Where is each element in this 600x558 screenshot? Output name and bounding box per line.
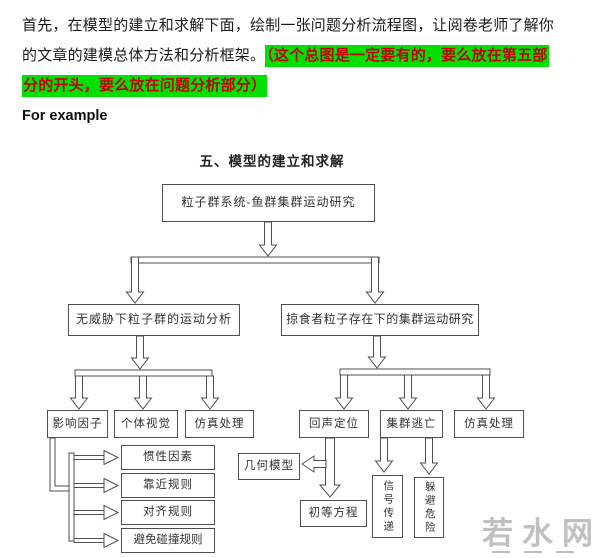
arrowhead-rule4-icon: [103, 532, 120, 549]
intro-line-2: 的文章的建模总体方法和分析框架。（这个总图是一定要有的，要么放在第五部: [22, 44, 549, 67]
node-geometric-model: 几何模型: [238, 453, 300, 480]
arrow-leftbranch-down-icon: [130, 335, 150, 370]
watermark-dash-3: [556, 551, 574, 553]
connector-rule1: [73, 455, 105, 460]
arrowhead-rule3-icon: [103, 504, 120, 521]
node-left-branch: 无威胁下粒子群的运动分析: [68, 304, 240, 336]
node-individual-vision: 个体视觉: [114, 410, 178, 438]
node-signal-transmission: 信号传递: [372, 475, 403, 538]
arrow-danger-icon: [419, 437, 439, 475]
node-echolocation: 回声定位: [299, 410, 369, 438]
arrow-geometric-icon: [301, 455, 327, 473]
arrow-equation-icon: [318, 437, 342, 498]
watermark-text: 若水网: [482, 516, 600, 551]
node-collision-avoidance-rule: 避免碰撞规则: [121, 528, 215, 553]
connector-rules-trunk: [68, 452, 75, 542]
node-root: 粒子群系统-鱼群集群运动研究: [162, 184, 375, 222]
arrowhead-rule2-icon: [103, 477, 120, 494]
for-example-label: For example: [22, 108, 108, 124]
flowchart-title: 五、模型的建立和求解: [199, 154, 345, 169]
arrow-right-branch-icon: [365, 256, 385, 304]
arrow-vision-icon: [133, 375, 153, 410]
node-influence-factor: 影响因子: [47, 410, 108, 438]
node-inertia-factor: 惯性因素: [121, 445, 215, 470]
arrow-simright-icon: [476, 374, 496, 410]
highlight-note-part1: （这个总图是一定要有的，要么放在第五部: [265, 45, 549, 67]
arrowhead-rule1-icon: [103, 449, 120, 466]
highlight-note-part2: 分的开头，要么放在问题分析部分）: [22, 75, 268, 97]
watermark-dash-2: [524, 551, 542, 553]
arrow-influence-icon: [69, 375, 89, 410]
node-approach-rule: 靠近规则: [121, 473, 215, 498]
node-right-branch: 掠食者粒子存在下的集群运动研究: [281, 304, 479, 336]
intro-line-3: 分的开头，要么放在问题分析部分）: [22, 74, 268, 97]
node-simulation-left: 仿真处理: [185, 410, 254, 438]
node-avoid-danger: 躲避危险: [414, 477, 444, 538]
connector-rule3: [73, 510, 105, 515]
node-elementary-equation: 初等方程: [300, 500, 367, 527]
arrow-left-branch-icon: [125, 256, 145, 304]
arrow-root-down-icon: [258, 221, 278, 257]
hbar-right-level3: [339, 368, 491, 376]
intro-line-1: 首先，在模型的建立和求解下面，绘制一张问题分析流程图，让阅卷老师了解你: [22, 18, 555, 34]
hbar-left-level3: [74, 369, 213, 377]
watermark-dash-1: [492, 551, 510, 553]
arrow-rightbranch-down-icon: [367, 335, 387, 369]
connector-rule4: [73, 538, 105, 543]
arrow-simleft-icon: [200, 375, 220, 410]
node-alignment-rule: 对齐规则: [121, 500, 215, 525]
hbar-level2: [130, 256, 380, 264]
node-swarm-escape: 集群逃亡: [380, 410, 443, 438]
node-simulation-right: 仿真处理: [454, 410, 524, 438]
intro-line-2-plain: 的文章的建模总体方法和分析框架。: [22, 48, 266, 64]
connector-influence-elbow: [49, 437, 70, 492]
arrow-escape-icon: [398, 374, 418, 410]
arrow-echolocation-icon: [334, 374, 354, 410]
connector-rule2: [73, 483, 105, 488]
arrow-signal-icon: [374, 437, 394, 473]
